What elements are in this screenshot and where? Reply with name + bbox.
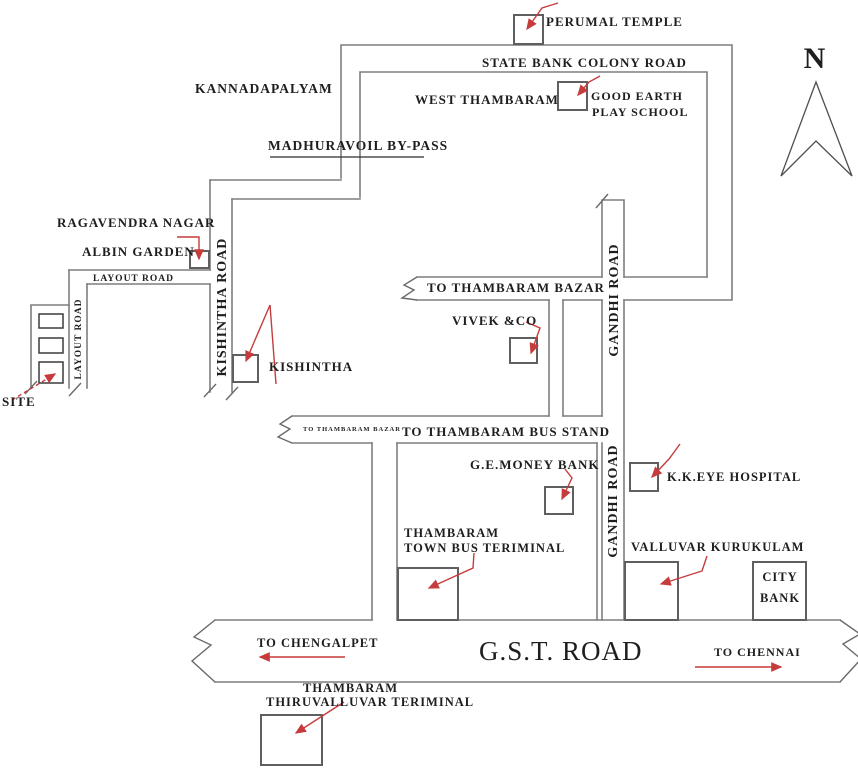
gst-road-right-break <box>839 619 858 683</box>
town-bus-terminal-box <box>397 567 459 621</box>
vivek-co-label: VIVEK &CO <box>452 313 537 328</box>
road-state-bank-colony-outer <box>340 44 733 300</box>
good-earth-school-box <box>557 81 588 111</box>
road-end-slashes <box>24 193 609 401</box>
ge-money-bank-label: G.E.MONEY BANK <box>470 457 599 472</box>
town-terminal-arrow <box>427 552 475 589</box>
road-state-bank-colony-inner <box>359 71 708 278</box>
kishintha-arrow-leg <box>269 304 277 385</box>
site-hatched-box <box>38 361 64 384</box>
ge-money-arrow <box>561 468 573 501</box>
valluvar-arrow <box>659 555 708 586</box>
to-chengalpet-label: TO CHENGALPET <box>257 636 378 650</box>
thiruvalluvar-label-line2: THIRUVALLUVAR TERIMINAL <box>266 695 474 709</box>
gandhi-road-label-upper: GANDHI ROAD <box>607 243 622 356</box>
site-arrow <box>11 373 57 401</box>
kk-eye-hospital-label: K.K.EYE HOSPITAL <box>667 470 801 484</box>
kannadapalyam-label: KANNADAPALYAM <box>195 81 333 96</box>
road-thambaram-bus-stand <box>291 415 603 444</box>
to-thambaram-bus-stand-label: TO THAMBARAM BUS STAND <box>402 424 610 439</box>
city-bank-label-line1: CITY <box>762 570 797 584</box>
to-thambaram-bazar-label: TO THAMBARAM BAZAR <box>427 280 605 295</box>
gst-road-left-break <box>190 619 216 683</box>
city-bank-label-line2: BANK <box>760 591 800 605</box>
kk-eye-arrow <box>651 443 681 479</box>
good-earth-label-line2: PLAY SCHOOL <box>592 105 688 119</box>
site-label: SITE <box>2 394 36 409</box>
town-terminal-label-line2: TOWN BUS TERIMINAL <box>404 541 565 555</box>
kishintha-label: KISHINTHA <box>269 359 353 374</box>
layout-road-label-vertical: LAYOUT ROAD <box>74 299 84 380</box>
albin-garden-arrow <box>177 236 204 261</box>
kishintha-box <box>232 354 259 383</box>
layout-road-label-horizontal: LAYOUT ROAD <box>93 274 174 284</box>
site-plot-outline <box>30 304 70 389</box>
thiruvalluvar-label-line1: THAMBARAM <box>303 681 398 695</box>
layout-plot-2 <box>38 337 64 354</box>
ge-money-bank-box <box>544 486 574 515</box>
gst-road-label: G.S.T. ROAD <box>479 636 643 666</box>
vivek-co-box <box>509 337 538 364</box>
good-earth-arrow <box>577 75 601 97</box>
west-thambaram-label: WEST THAMBARAM <box>415 92 559 107</box>
state-bank-colony-road-label: STATE BANK COLONY ROAD <box>482 55 687 70</box>
road-layout-horizontal <box>68 269 211 285</box>
perumal-temple-box <box>513 14 544 45</box>
madhuravoil-bypass-label: MADHURAVOIL BY-PASS <box>268 138 448 153</box>
north-arrow-icon <box>780 80 853 177</box>
road-thambaram-bazar <box>416 276 733 301</box>
bus-stand-road-left-break <box>276 415 293 444</box>
kishintha-arrow <box>245 304 271 363</box>
road-gandhi <box>601 199 625 621</box>
valluvar-kurukulam-box <box>624 561 679 621</box>
valluvar-kurukulam-label: VALLUVAR KURUKULAM <box>631 540 804 554</box>
road-madhuravoil-connector <box>209 179 361 200</box>
city-bank-box <box>752 561 807 621</box>
kk-eye-hospital-box <box>629 462 659 492</box>
to-thambaram-bazar-small-label: TO THAMBARAM BAZAR <box>303 426 401 433</box>
vivek-co-arrow <box>525 321 541 355</box>
perumal-temple-arrow <box>526 2 559 31</box>
road-bazar-to-busstand-branch <box>548 299 564 417</box>
bazar-road-left-break <box>400 276 418 301</box>
layout-plot-1 <box>38 313 64 329</box>
good-earth-label-line1: GOOD EARTH <box>591 89 683 103</box>
albin-garden-label: ALBIN GARDEN <box>82 244 195 259</box>
road-layout-vertical <box>68 269 88 389</box>
perumal-temple-label: PERUMAL TEMPLE <box>546 14 683 29</box>
gandhi-road-label-lower: GANDHI ROAD <box>606 444 621 557</box>
north-label: N <box>804 42 827 75</box>
to-chennai-label: TO CHENNAI <box>714 645 801 659</box>
town-terminal-label-line1: THAMBARAM <box>404 526 499 540</box>
ragavendra-nagar-label: RAGAVENDRA NAGAR <box>57 215 215 230</box>
thiruvalluvar-arrow <box>294 701 345 734</box>
kishintha-road-label: KISHINTHA ROAD <box>215 238 230 377</box>
